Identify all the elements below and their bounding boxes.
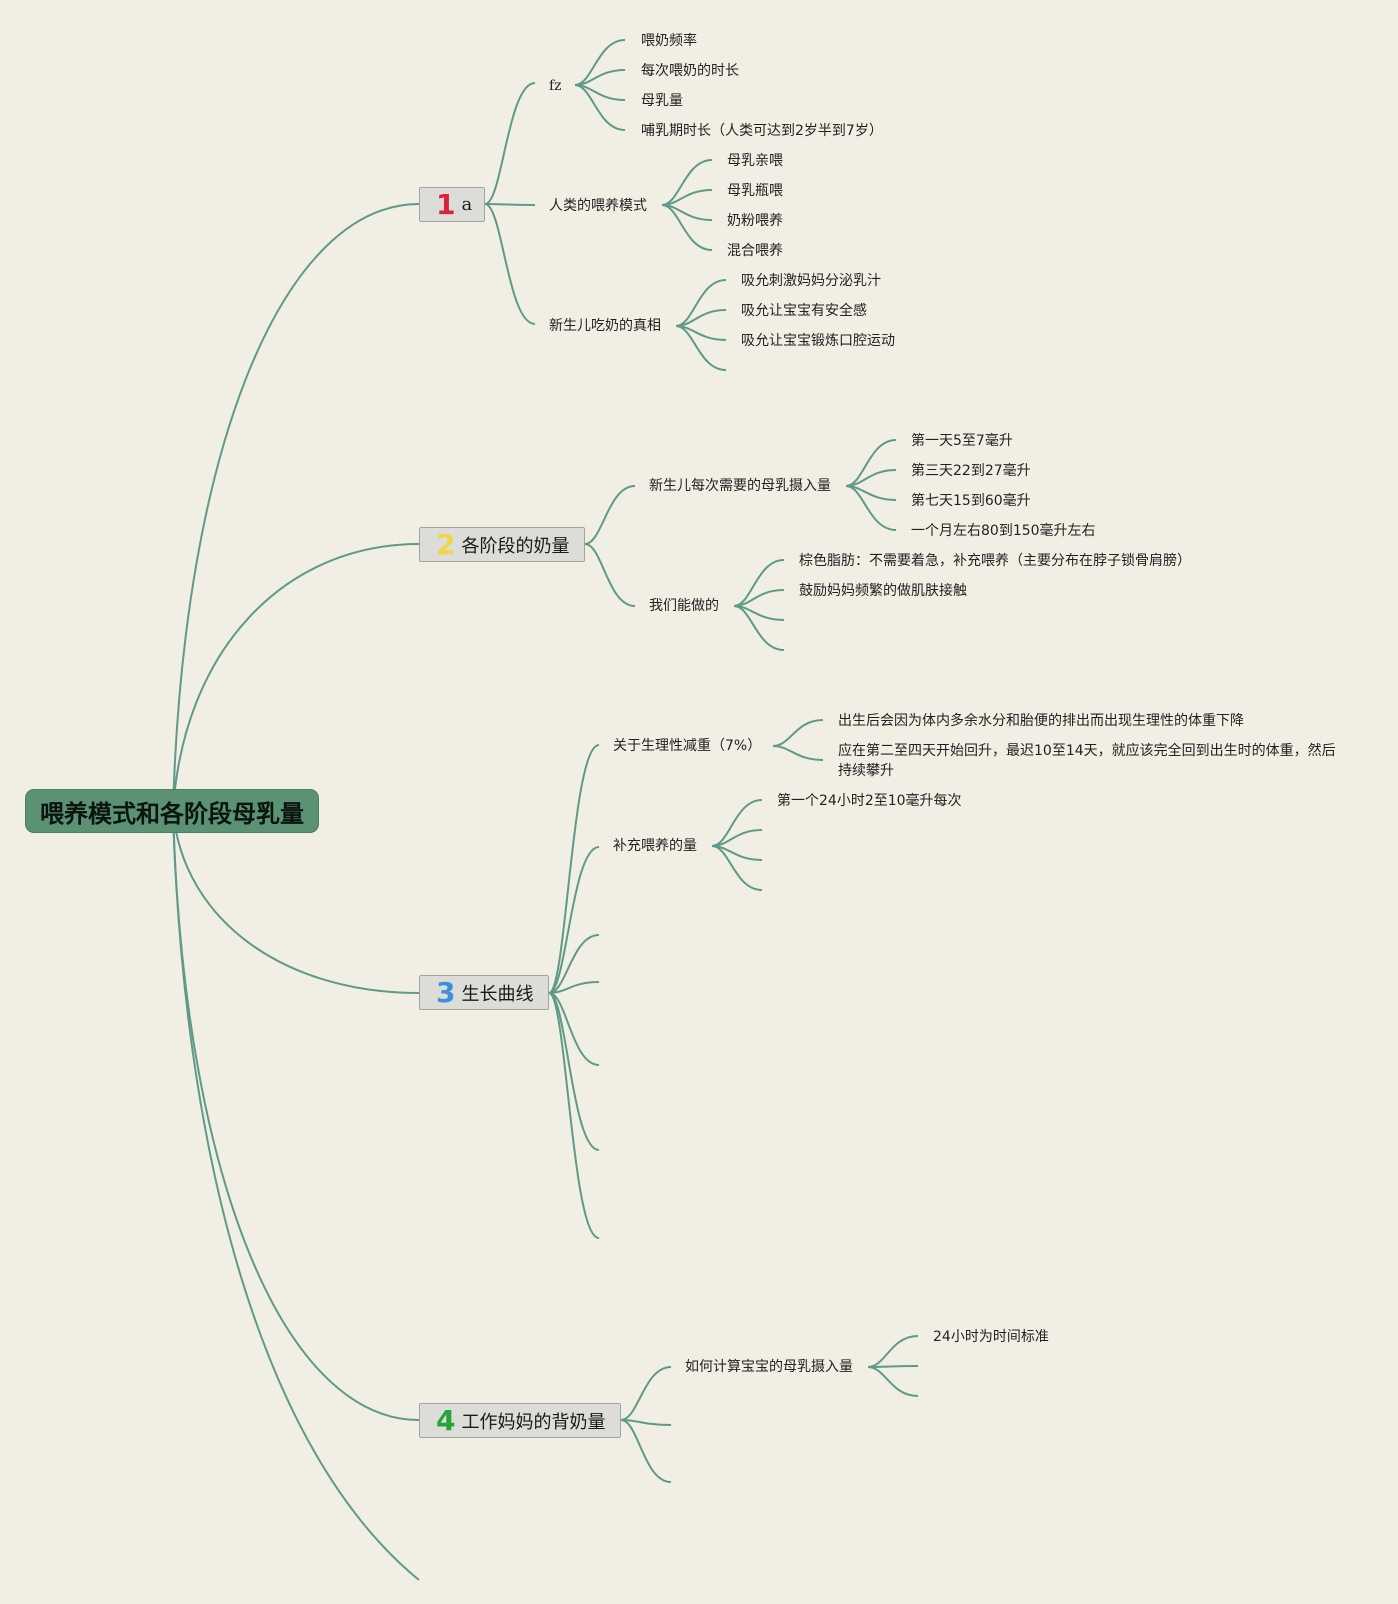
- connector-line-48: [867, 1366, 919, 1397]
- connector-line-20: [584, 485, 636, 545]
- topic-label-4: 工作妈妈的背奶量: [461, 1411, 606, 1433]
- topic-2[interactable]: 2 各阶段的奶量: [419, 527, 585, 562]
- root-topic[interactable]: 喂养模式和各阶段母乳量: [25, 789, 319, 833]
- topic-3[interactable]: 3 生长曲线: [419, 975, 549, 1010]
- connector-line-32: [548, 934, 600, 994]
- subtopic-newborn-feeding-truth[interactable]: 新生儿吃奶的真相: [549, 318, 661, 334]
- leaf-skin-contact[interactable]: 鼓励妈妈频繁的做肌肤接触: [799, 583, 967, 599]
- connector-line-35: [548, 992, 600, 1151]
- connector-line-46: [867, 1335, 919, 1368]
- connector-line-38: [772, 745, 824, 761]
- connector-line-15: [661, 204, 713, 251]
- connector-line-42: [711, 845, 763, 891]
- leaf-brown-fat[interactable]: 棕色脂肪：不需要着急，补充喂养（主要分布在脖子锁骨肩膀）: [799, 553, 1191, 569]
- leaf-mixed-feeding[interactable]: 混合喂养: [727, 243, 783, 259]
- connector-line-30: [548, 744, 600, 994]
- connector-line-12: [661, 159, 713, 206]
- subtopic-calc-intake[interactable]: 如何计算宝宝的母乳摄入量: [685, 1359, 853, 1375]
- connector-line-1: [172, 543, 420, 812]
- connector-line-22: [845, 439, 897, 487]
- connector-line-25: [845, 485, 897, 531]
- connector-line-36: [548, 992, 600, 1239]
- topic-number-4: 4: [436, 1403, 456, 1437]
- topic-label-2: 各阶段的奶量: [461, 535, 570, 557]
- leaf-sucking-security[interactable]: 吸允让宝宝有安全感: [741, 303, 867, 319]
- topic-1[interactable]: 1 a: [419, 187, 485, 222]
- connector-line-39: [711, 799, 763, 847]
- connector-line-8: [574, 39, 626, 86]
- leaf-lactation-duration[interactable]: 哺乳期时长（人类可达到2岁半到7岁）: [641, 123, 883, 139]
- subtopic-human-feeding-modes[interactable]: 人类的喂养模式: [549, 198, 647, 214]
- leaf-formula-feeding[interactable]: 奶粉喂养: [727, 213, 783, 229]
- connector-line-37: [772, 719, 824, 747]
- connector-line-11: [574, 84, 626, 131]
- connector-line-19: [675, 325, 727, 371]
- subtopic-what-we-can-do[interactable]: 我们能做的: [649, 598, 719, 614]
- topic-number-2: 2: [436, 527, 456, 561]
- topic-label-3: 生长曲线: [461, 983, 534, 1005]
- leaf-feeding-frequency[interactable]: 喂奶频率: [641, 33, 697, 49]
- connector-line-6: [484, 203, 536, 206]
- connector-line-4: [172, 810, 420, 1581]
- connector-line-29: [733, 605, 785, 651]
- leaf-milk-amount[interactable]: 母乳量: [641, 93, 683, 109]
- leaf-weight-drop[interactable]: 出生后会因为体内多余水分和胎便的排出而出现生理性的体重下降: [838, 713, 1244, 729]
- connector-line-9: [574, 69, 626, 86]
- subtopic-newborn-intake[interactable]: 新生儿每次需要的母乳摄入量: [649, 478, 831, 494]
- topic-4[interactable]: 4 工作妈妈的背奶量: [419, 1403, 621, 1438]
- leaf-day-seven[interactable]: 第七天15到60毫升: [911, 493, 1031, 509]
- leaf-feeding-duration[interactable]: 每次喂奶的时长: [641, 63, 739, 79]
- topic-number-3: 3: [436, 975, 456, 1009]
- connector-line-47: [867, 1365, 919, 1368]
- connector-line-5: [484, 82, 536, 205]
- leaf-direct-breastfeeding[interactable]: 母乳亲喂: [727, 153, 783, 169]
- connector-line-2: [172, 810, 420, 994]
- leaf-sucking-stimulates[interactable]: 吸允刺激妈妈分泌乳汁: [741, 273, 881, 289]
- topic-label-1: a: [461, 194, 473, 215]
- subtopic-supplement-amount[interactable]: 补充喂养的量: [613, 838, 697, 854]
- leaf-day-one[interactable]: 第一天5至7毫升: [911, 433, 1013, 449]
- leaf-bottle-breastmilk[interactable]: 母乳瓶喂: [727, 183, 783, 199]
- connector-line-21: [584, 543, 636, 607]
- connector-line-31: [548, 846, 600, 994]
- leaf-weight-recovery[interactable]: 应在第二至四天开始回升，最迟10至14天，就应该完全回到出生时的体重，然后持续攀…: [838, 743, 1336, 779]
- topic-number-1: 1: [436, 187, 456, 221]
- leaf-first-24h[interactable]: 第一个24小时2至10毫升每次: [777, 793, 962, 809]
- connector-line-3: [172, 810, 420, 1421]
- connector-line-0: [172, 203, 420, 812]
- connector-line-45: [620, 1419, 672, 1483]
- connector-line-16: [675, 279, 727, 327]
- connector-line-13: [661, 189, 713, 206]
- leaf-day-three[interactable]: 第三天22到27毫升: [911, 463, 1031, 479]
- subtopic-physiological-weight-loss[interactable]: 关于生理性减重（7%）: [613, 738, 762, 754]
- subtopic-fz[interactable]: fz: [549, 78, 562, 94]
- leaf-sucking-oral-exercise[interactable]: 吸允让宝宝锻炼口腔运动: [741, 333, 895, 349]
- connector-line-33: [548, 981, 600, 994]
- connector-line-7: [484, 203, 536, 325]
- connector-line-34: [548, 992, 600, 1066]
- leaf-24h-standard[interactable]: 24小时为时间标准: [933, 1329, 1049, 1345]
- connector-line-26: [733, 559, 785, 607]
- connector-line-43: [620, 1366, 672, 1421]
- leaf-one-month[interactable]: 一个月左右80到150毫升左右: [911, 523, 1096, 539]
